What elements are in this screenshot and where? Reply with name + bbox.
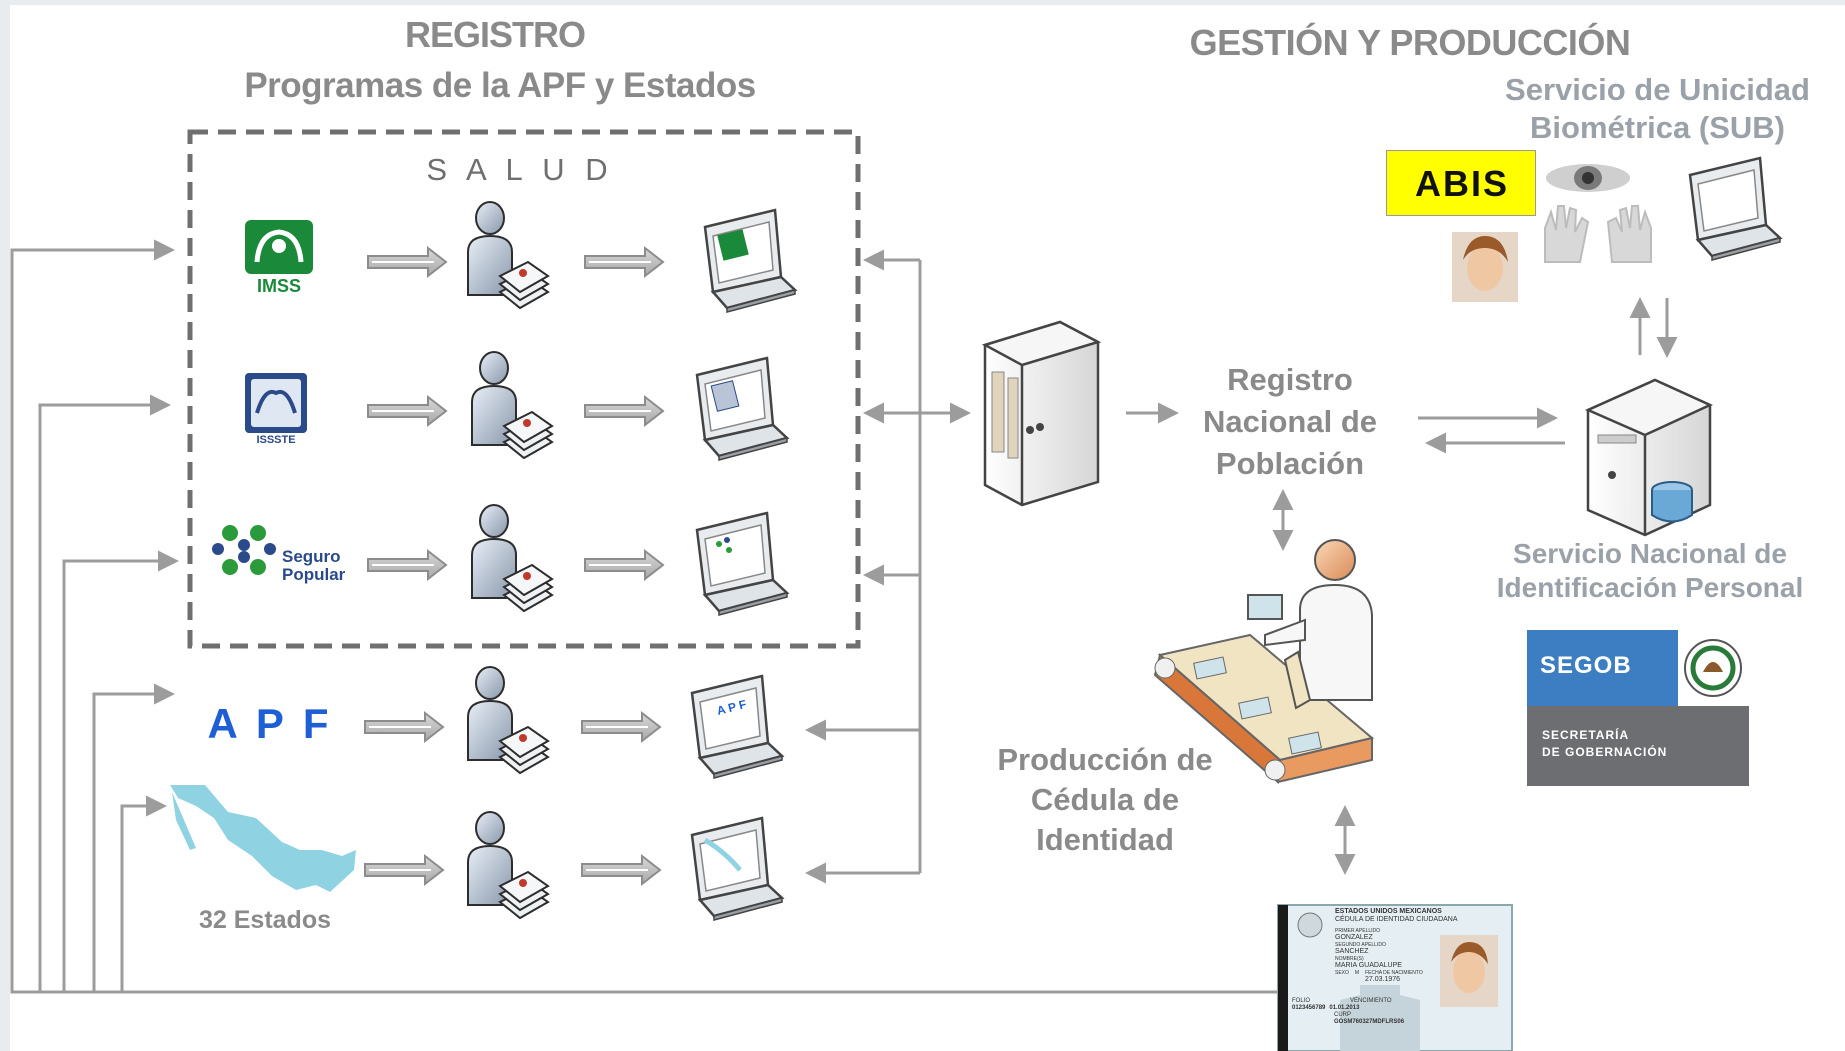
sub-title-line2: Biométrica (SUB) xyxy=(1530,110,1785,145)
server-icon xyxy=(981,320,1102,507)
segob-line1: SECRETARÍA xyxy=(1542,728,1630,742)
snip-line2: Identificación Personal xyxy=(1496,572,1804,603)
conveyor-icon xyxy=(1153,633,1375,785)
id-card-nombre-label: NOMBRE(S) xyxy=(1335,956,1364,962)
gestion-title: GESTIÓN Y PRODUCCIÓN xyxy=(1189,22,1631,63)
id-card-header2: CÉDULA DE IDENTIDAD CIUDADANA xyxy=(1335,916,1458,923)
person-documents-icon xyxy=(467,811,549,919)
produccion-line3: Identidad xyxy=(1036,822,1174,857)
id-card-folio-row: FOLIO VENCIMIENTO xyxy=(1292,998,1442,1005)
person-documents-icons xyxy=(467,201,553,919)
issste-logo xyxy=(245,373,307,433)
id-card-curp-label: CURP xyxy=(1334,1012,1352,1018)
abis-label: ABIS xyxy=(1414,163,1509,204)
id-card-primer-apellido: GONZALEZ xyxy=(1335,934,1373,941)
worker-icon xyxy=(1247,539,1373,710)
person-documents-icon xyxy=(467,666,549,774)
person-documents-icon xyxy=(471,351,553,459)
id-card-fecha-nac-label: FECHA DE NACIMIENTO xyxy=(1365,970,1423,976)
issste-logo-text: ISSSTE xyxy=(256,434,296,446)
renapo-line1: Registro xyxy=(1227,362,1353,397)
mexico-seal-icon xyxy=(1684,639,1742,697)
salud-label: S A L U D xyxy=(426,152,614,187)
registro-title: REGISTRO xyxy=(404,14,586,55)
hand-icon xyxy=(1544,205,1652,263)
segob-name: SEGOB xyxy=(1540,652,1632,679)
produccion-line2: Cédula de xyxy=(1030,782,1180,817)
segob-line2: DE GOBERNACIÓN xyxy=(1542,745,1668,759)
id-card-folio-values: 0123456789 01.01.2013 xyxy=(1292,1005,1442,1012)
id-card-vencimiento: 01.01.2013 xyxy=(1329,1005,1360,1011)
abis-box: ABIS xyxy=(1386,150,1536,216)
feedback-lines xyxy=(10,239,1278,994)
mexico-map-icon xyxy=(170,785,356,892)
seguro-popular-text-1: Seguro xyxy=(282,547,341,566)
id-card-header1: ESTADOS UNIDOS MEXICANOS xyxy=(1335,908,1442,915)
id-card-nombre: MARIA GUADALUPE xyxy=(1335,962,1402,969)
segob-logo xyxy=(1527,630,1749,786)
renapo-line3: Población xyxy=(1215,446,1365,481)
laptop-icons: A P F xyxy=(690,208,797,922)
id-card-fecha-nac: 27.03.1976 xyxy=(1365,976,1401,983)
renapo-line2: Nacional de xyxy=(1203,404,1377,439)
eye-icon xyxy=(1546,164,1630,192)
id-card-text-lower: FOLIO VENCIMIENTO 0123456789 01.01.2013 … xyxy=(1292,998,1442,1026)
id-card-folio-label: FOLIO xyxy=(1292,998,1311,1004)
id-card-vencimiento-label: VENCIMIENTO xyxy=(1350,998,1392,1004)
id-card-sexo-row: SEXO M FECHA DE NACIMIENTO xyxy=(1335,970,1465,976)
registro-subtitle: Programas de la APF y Estados xyxy=(244,66,756,105)
server-bus-lines xyxy=(805,249,1678,884)
id-card-icon xyxy=(1277,904,1513,1051)
person-documents-icon xyxy=(467,201,549,309)
id-card-sexo-label: SEXO xyxy=(1335,970,1349,976)
id-card-segundo-apellido-label: SEGUNDO APELLIDO xyxy=(1335,942,1386,948)
seguro-popular-logo xyxy=(212,525,276,575)
seguro-popular-text-2: Popular xyxy=(282,565,346,584)
apf-label: A P F xyxy=(207,700,333,747)
snip-line1: Servicio Nacional de xyxy=(1513,538,1787,569)
id-card-sexo: M xyxy=(1354,970,1360,976)
id-card-curp: GOSM760327MDFLRS06 xyxy=(1334,1019,1405,1025)
estados-label: 32 Estados xyxy=(198,906,331,934)
person-documents-icon xyxy=(471,504,553,612)
id-card-segundo-apellido: SANCHEZ xyxy=(1335,948,1369,955)
salud-dashed-box xyxy=(187,129,861,649)
id-card-primer-apellido-label: PRIMER APELLIDO xyxy=(1335,928,1381,934)
face-photo-icon xyxy=(1452,232,1518,302)
id-card-folio: 0123456789 xyxy=(1292,1005,1326,1011)
database-server-icon xyxy=(1584,378,1714,537)
imss-logo xyxy=(245,220,313,274)
laptop-icon xyxy=(1688,156,1782,262)
imss-logo-text: IMSS xyxy=(256,276,301,296)
produccion-line1: Producción de xyxy=(997,742,1213,777)
id-card-text: ESTADOS UNIDOS MEXICANOS CÉDULA DE IDENT… xyxy=(1335,908,1465,984)
sub-title-line1: Servicio de Unicidad xyxy=(1505,72,1810,107)
